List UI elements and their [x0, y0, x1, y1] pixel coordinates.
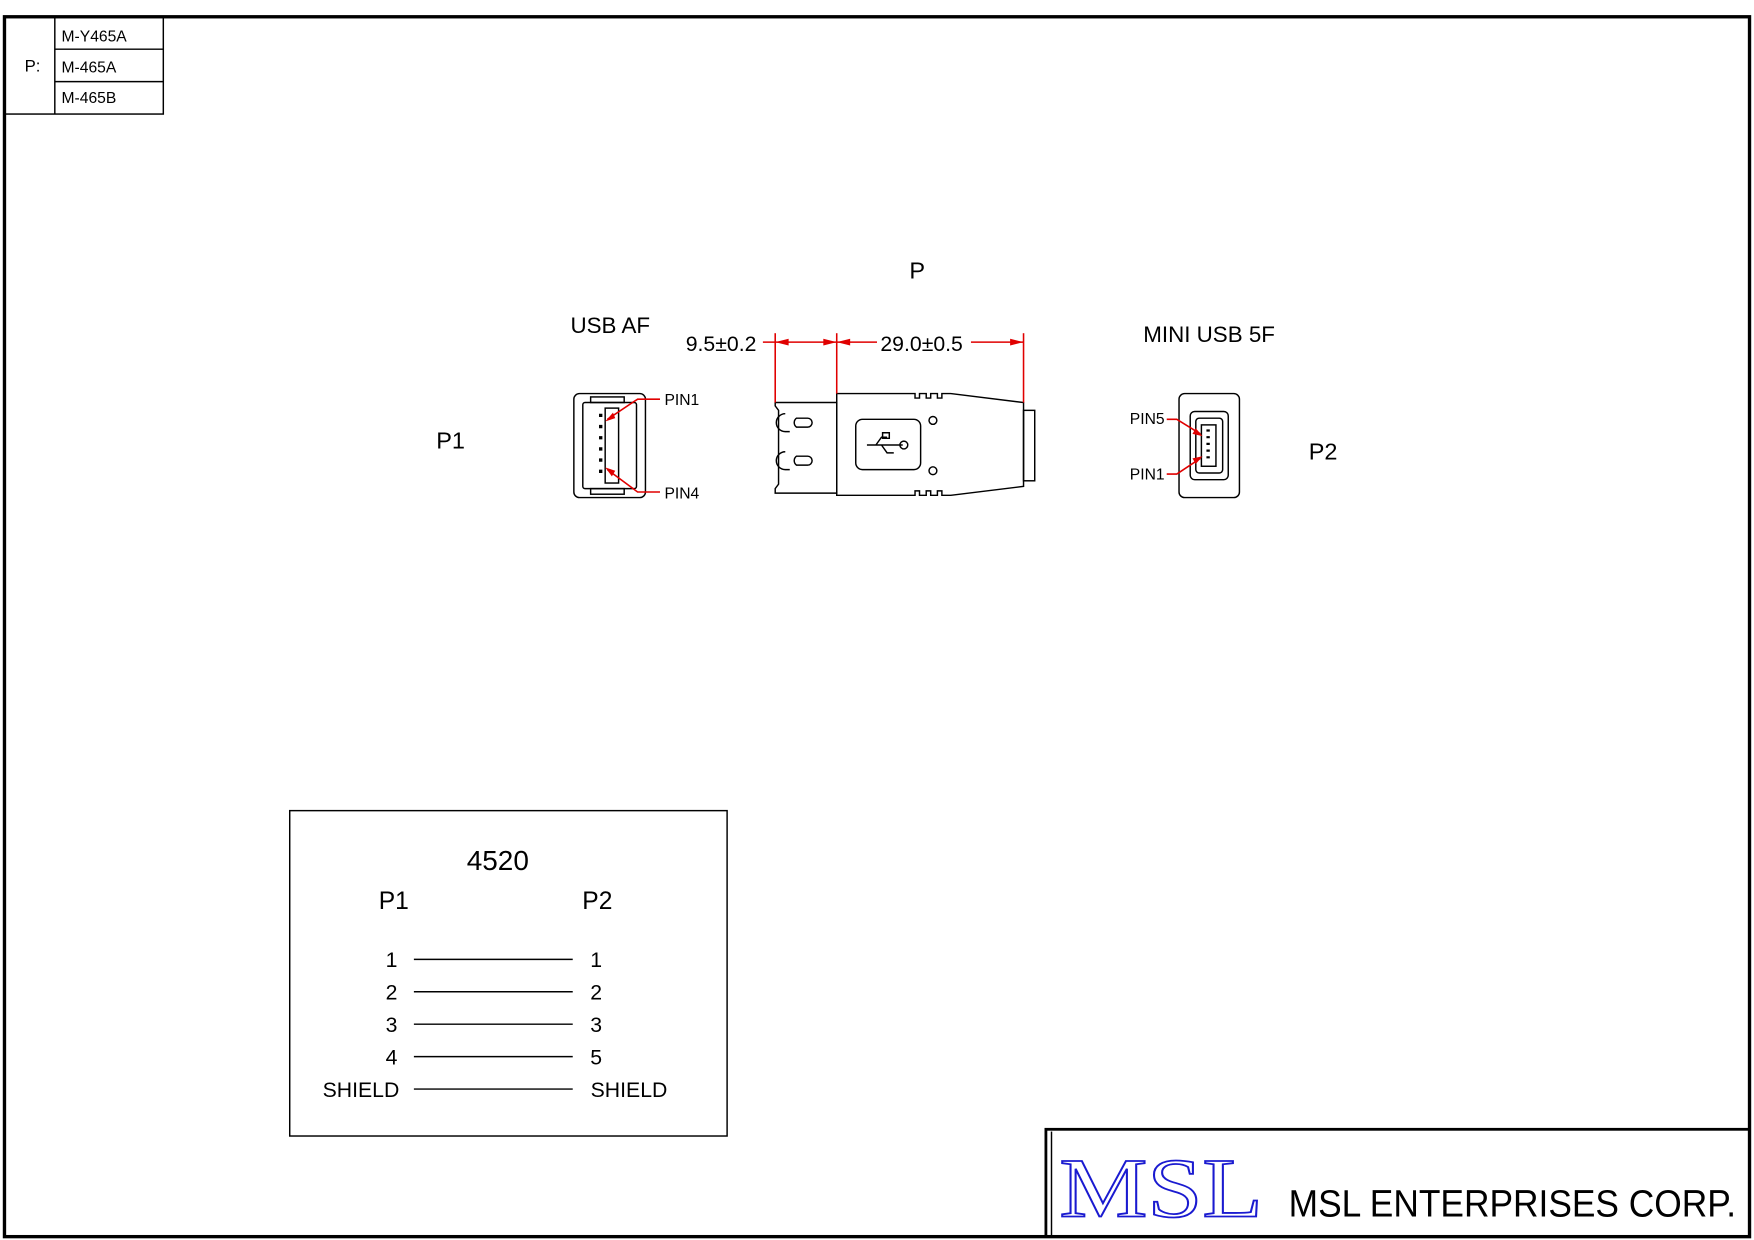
wiring-right-header: P2 [582, 888, 612, 915]
wiring-from: 3 [386, 1013, 398, 1037]
part-number: M-465A [62, 60, 117, 77]
usb-af-face-icon [573, 392, 660, 499]
part-prefix: P: [25, 57, 41, 76]
pin-label: PIN1 [664, 392, 699, 409]
company-name: MSL ENTERPRISES CORP. [1289, 1184, 1736, 1226]
title-block: MSL MSL ENTERPRISES CORP. [1044, 1127, 1751, 1239]
dimension-long: 29.0±0.5 [880, 332, 963, 356]
wiring-from: SHIELD [323, 1078, 400, 1102]
pin-label: PIN5 [1130, 411, 1165, 428]
left-connector-type: USB AF [570, 313, 650, 338]
right-connector-type: MINI USB 5F [1143, 322, 1275, 347]
wiring-to: 3 [590, 1013, 602, 1037]
wiring-row: SHIELD SHIELD [323, 1078, 668, 1102]
part-number: M-465B [62, 90, 117, 107]
wiring-to: SHIELD [591, 1078, 668, 1102]
company-logo: MSL [1059, 1142, 1263, 1236]
mini-usb-face-icon [1166, 392, 1241, 499]
wiring-from: 4 [386, 1045, 398, 1069]
wiring-left-header: P1 [379, 888, 409, 915]
part-number: M-Y465A [62, 28, 128, 45]
adapter-side-view-icon [774, 392, 1036, 497]
wiring-title: 4520 [467, 845, 529, 876]
wiring-to: 5 [590, 1045, 602, 1069]
dimension-lines [762, 333, 1025, 403]
pin-label: PIN1 [1130, 467, 1165, 484]
wiring-to: 2 [590, 981, 602, 1005]
assembly-label: P [909, 257, 925, 283]
part-table: P: M-Y465A M-465A M-465B [3, 16, 165, 115]
sheet-border [2, 15, 1752, 1239]
pin-label: PIN4 [664, 486, 699, 503]
left-connector-ref: P1 [436, 427, 465, 453]
dimension-short: 9.5±0.2 [686, 332, 757, 356]
wiring-to: 1 [590, 948, 602, 972]
right-connector-ref: P2 [1309, 439, 1338, 465]
wiring-from: 1 [386, 948, 398, 972]
wiring-from: 2 [386, 981, 398, 1005]
